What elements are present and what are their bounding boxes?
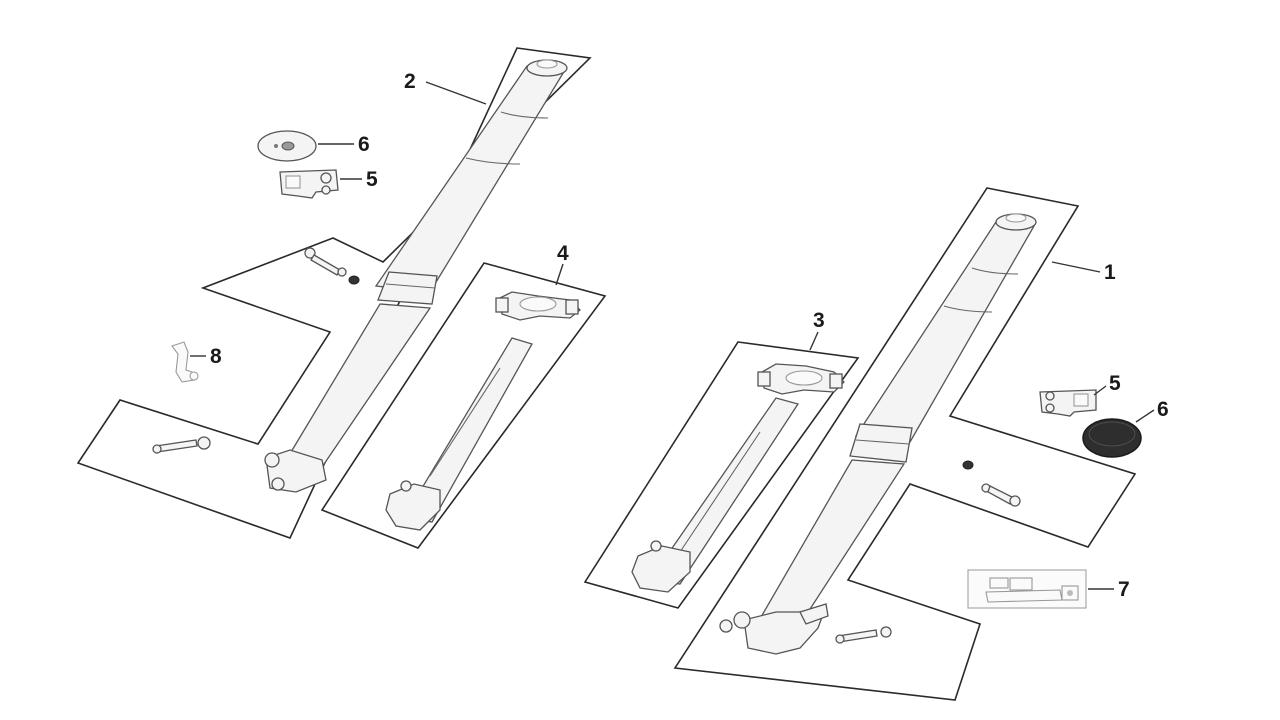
right-dust-seal: [849, 423, 913, 463]
damper-assembly-4: [320, 262, 607, 549]
right-upper-bolt: [962, 460, 1021, 507]
callout-6-right: 6: [1157, 398, 1169, 421]
left-lower-slider: [264, 303, 432, 493]
callout-6-left: 6: [358, 133, 370, 156]
fork-clamp-4: [495, 291, 581, 321]
right-fork-assembly: [673, 187, 1137, 701]
callout-2: 2: [404, 70, 416, 93]
right-upper-tube: [854, 213, 1037, 443]
kit-part-7: [967, 569, 1087, 609]
right-lower-slider: [719, 459, 906, 655]
seal-part-6-right: [1082, 418, 1142, 458]
damper-frame-3: [583, 341, 860, 609]
leader-4: [555, 263, 564, 286]
damper-frame-4: [320, 262, 607, 549]
pin-part-8: [171, 341, 199, 383]
left-upper-bolt: [304, 247, 360, 285]
callout-3: 3: [813, 309, 825, 332]
callout-4: 4: [557, 242, 569, 265]
callout-5-right: 5: [1109, 372, 1121, 395]
left-fork-assembly: [76, 47, 592, 539]
washer-part-6-left: [257, 130, 317, 162]
fork-clamp-3: [757, 363, 845, 395]
leader-3: [809, 331, 819, 351]
leader-5b: [1093, 385, 1107, 396]
left-dust-seal: [377, 271, 438, 305]
left-upper-tube: [374, 59, 568, 293]
leader-1: [1051, 261, 1101, 273]
right-fork-frame: [673, 187, 1137, 701]
left-axle-bolt: [152, 436, 211, 454]
right-axle-bolt: [835, 626, 892, 644]
leader-2: [425, 81, 487, 105]
callout-7: 7: [1118, 578, 1130, 601]
bracket-part-5-right: [1039, 389, 1097, 417]
bracket-part-5-left: [279, 169, 339, 199]
callout-5-left: 5: [366, 168, 378, 191]
damper-rod-3: [631, 397, 800, 593]
leader-6b: [1135, 409, 1155, 423]
damper-rod-4: [385, 337, 533, 531]
callout-1: 1: [1104, 261, 1116, 284]
callout-8: 8: [210, 345, 222, 368]
damper-assembly-3: [583, 341, 860, 609]
